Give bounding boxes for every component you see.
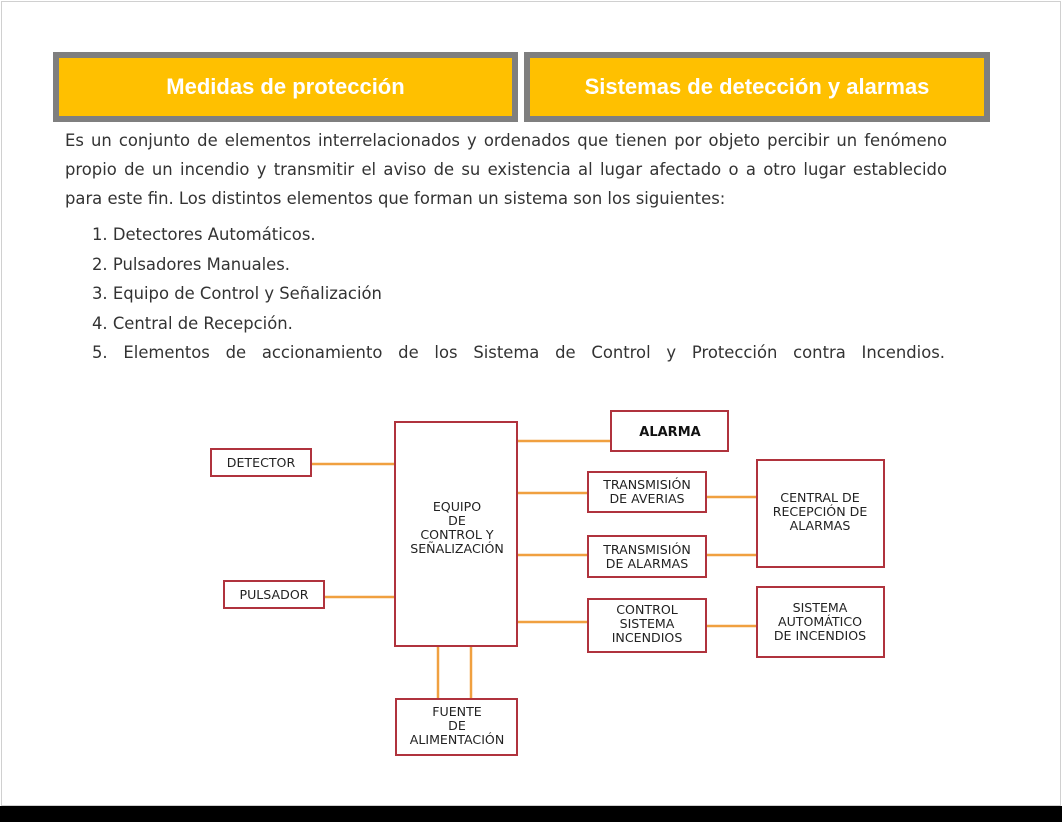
slide-page [1,1,1061,806]
intro-paragraph: Es un conjunto de elementos interrelacio… [65,131,947,208]
sistema-auto-label-line: AUTOMÁTICO [778,614,862,629]
list-item: 2. Pulsadores Manuales. [92,254,291,274]
control-sistema-label-line: INCENDIOS [612,630,683,645]
transmision-averias-label-line: TRANSMISIÓN [602,477,691,492]
list-item: 5. Elementos de accionamiento de los Sis… [92,343,945,362]
list-item: 1. Detectores Automáticos. [92,225,316,244]
alarma-box [610,410,729,452]
tab-sistemas-deteccion[interactable]: Sistemas de detección y alarmas [524,52,990,122]
pulsador-box [223,580,325,609]
fuente-label-line: FUENTE [432,704,482,719]
control-sistema-label-line: SISTEMA [620,616,675,631]
equipo-label-line: DE [448,513,466,528]
tab-medidas-proteccion[interactable]: Medidas de protección [53,52,518,122]
pulsador-label: PULSADOR [239,587,308,602]
transmision-alarmas-box [587,535,707,578]
sistema-auto-label-line: DE INCENDIOS [774,628,866,643]
elements-list: 1. Detectores Automáticos. 2. Pulsadores… [92,220,945,368]
equipo-label-line: EQUIPO [433,499,481,514]
control-sistema-label-line: CONTROL [616,602,678,617]
equipo-control-box [394,421,518,647]
detector-box [210,448,312,477]
transmision-averias-box [587,471,707,513]
transmision-averias-label-line: DE AVERIAS [609,491,684,506]
central-label-line: CENTRAL DE [780,490,859,505]
central-label-line: RECEPCIÓN DE [773,504,868,519]
alarma-label: ALARMA [639,425,700,440]
sistema-auto-label-line: SISTEMA [793,600,848,615]
fuente-label-line: ALIMENTACIÓN [410,732,505,747]
equipo-label-line: CONTROL Y [420,527,494,542]
bottom-bar [0,806,1062,822]
transmision-alarmas-label-line: DE ALARMAS [606,556,688,571]
connector-lines [311,439,757,699]
sistema-automatico-box [756,586,885,658]
list-item: 4. Central de Recepción. [92,313,293,333]
fuente-label-line: DE [448,718,466,733]
fuente-alimentacion-box [395,698,518,756]
detector-label: DETECTOR [227,455,296,470]
transmision-alarmas-label-line: TRANSMISIÓN [602,542,691,557]
list-item: 3. Equipo de Control y Señalización [92,284,382,303]
control-sistema-box [587,598,707,653]
central-recepcion-box [756,459,885,568]
central-label-line: ALARMAS [790,518,851,533]
equipo-label-line: SEÑALIZACIÓN [410,541,504,556]
